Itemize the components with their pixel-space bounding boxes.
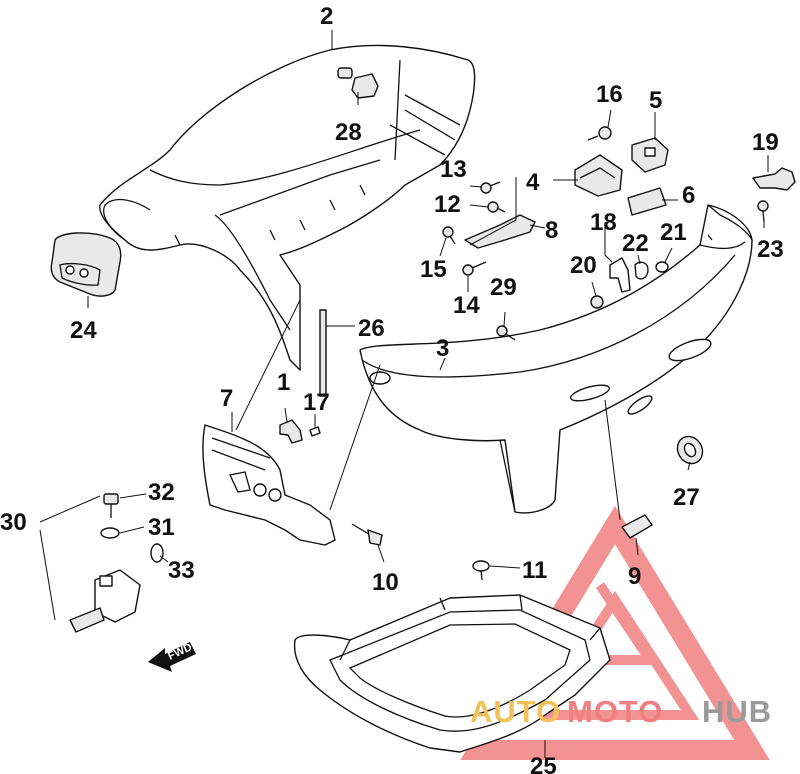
washer-part-21: [655, 261, 669, 273]
callout-1: 1: [277, 369, 290, 396]
callout-15: 15: [420, 256, 447, 283]
callout-32: 32: [148, 479, 175, 506]
callout-22: 22: [622, 230, 649, 257]
screw-part-13: [480, 181, 501, 194]
screw-part-14: [462, 261, 487, 276]
front-plate-part-7: [202, 424, 336, 546]
callout-8: 8: [545, 217, 558, 244]
callout-9: 9: [628, 563, 641, 590]
callout-25: 25: [530, 753, 557, 774]
watermark-text-hub: HUB: [702, 694, 772, 729]
watermark-text-auto: AUTO: [470, 694, 561, 729]
leader-lines: [39, 30, 769, 758]
callout-18: 18: [590, 209, 617, 236]
grommet-part-27: [676, 435, 704, 465]
washer-part-31: [100, 527, 120, 539]
screw-part-16: [587, 126, 612, 141]
bolt-part-32: [103, 493, 119, 518]
callout-17: 17: [303, 389, 330, 416]
callout-11: 11: [522, 557, 547, 584]
callout-3: 3: [436, 335, 449, 362]
callout-19: 19: [752, 129, 779, 156]
bumper-part-9: [621, 514, 653, 539]
upper-cowl-part: [99, 44, 476, 371]
callout-26: 26: [358, 315, 385, 342]
callout-33: 33: [168, 557, 195, 584]
latch-cover-part-5: [631, 137, 669, 173]
watermark-text-moto: MOTO: [567, 694, 663, 729]
callout-labels: 2 28 3 4 5 6 7 8 9 10 11 12 13 14 15 16 …: [0, 3, 784, 774]
callout-28: 28: [335, 119, 362, 146]
callout-12: 12: [434, 191, 461, 218]
callout-31: 31: [148, 514, 175, 541]
bolt-part-10: [351, 523, 383, 546]
callout-10: 10: [372, 569, 399, 596]
latch-part-4: [574, 154, 623, 197]
callout-4: 4: [526, 169, 540, 196]
screw-part-20: [590, 295, 604, 309]
callout-2: 2: [320, 3, 333, 30]
screw-part-17: [309, 426, 321, 437]
o-ring-part-33: [150, 543, 164, 563]
callout-27: 27: [673, 484, 700, 511]
key-part-19: [752, 167, 796, 191]
callout-24: 24: [70, 317, 97, 344]
callout-23: 23: [757, 236, 784, 263]
screw-part-23: [757, 200, 769, 223]
fuel-fitting-part-30: [69, 569, 141, 633]
callout-16: 16: [596, 81, 623, 108]
callout-5: 5: [649, 87, 662, 114]
screw-part-15: [442, 226, 456, 245]
callout-21: 21: [660, 219, 687, 246]
forward-direction-arrow: FWD: [148, 641, 196, 672]
callout-29: 29: [490, 274, 517, 301]
clip-part-18: [609, 257, 631, 293]
bracket-part-1: [279, 419, 303, 444]
grommet-block-part-24: [50, 232, 122, 297]
callout-14: 14: [453, 292, 480, 319]
clip-part-22: [634, 261, 649, 280]
screw-part-12: [487, 201, 506, 213]
callout-20: 20: [570, 252, 597, 279]
screw-part-29: [496, 325, 516, 341]
fastener-part-11: [472, 560, 490, 581]
callout-6: 6: [682, 182, 695, 209]
bottom-seal-part-25: [293, 594, 611, 753]
lower-cowl-part: [359, 204, 753, 514]
seal-strip-part-26: [319, 309, 327, 397]
watermark-text: AUTO MOTO HUB: [470, 694, 772, 729]
pad-part-6: [627, 187, 667, 216]
callout-30: 30: [0, 509, 27, 536]
lever-part-8: [464, 214, 536, 249]
callout-13: 13: [440, 156, 467, 183]
callout-7: 7: [220, 385, 233, 412]
